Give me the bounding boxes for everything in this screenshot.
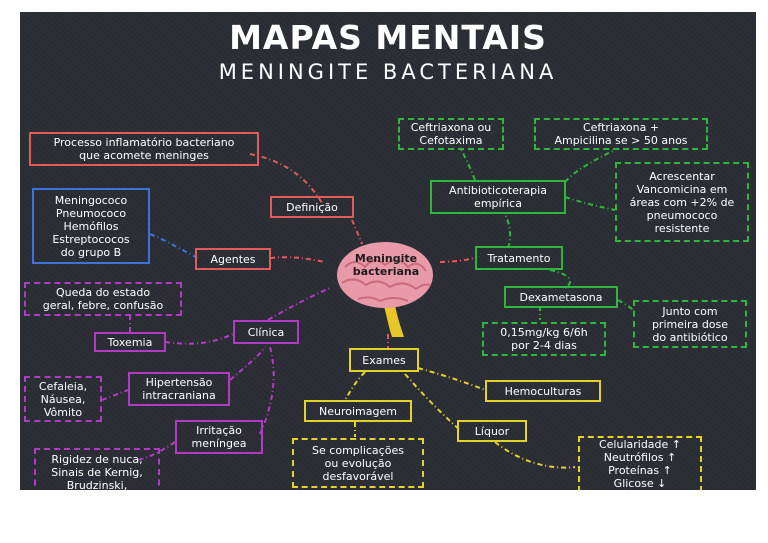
brain-icon	[337, 242, 433, 337]
mind-map-poster: MAPAS MENTAIS MENINGITE BACTERIANA Menin…	[20, 12, 756, 490]
neuroimagem-node: Neuroimagem	[304, 400, 412, 422]
ceftriaxona-ampicilina: Ceftriaxona + Ampicilina se > 50 anos	[534, 118, 708, 150]
link-center-tratamento	[439, 257, 476, 263]
exames-node: Exames	[349, 348, 419, 372]
link-antibiotico-cefotaxima	[459, 146, 476, 181]
link-toxemia-clinica	[164, 333, 234, 345]
agentes-node: Agentes	[195, 248, 271, 270]
definicao-node: Definição	[270, 196, 354, 218]
antibioticoterapia-node: Antibioticoterapia empírica	[430, 180, 566, 214]
poster-subtitle: MENINGITE BACTERIANA	[218, 60, 558, 84]
link-hipertensao-desc	[101, 389, 129, 401]
connector-lines	[101, 146, 634, 469]
link-exames-neuroimagem	[344, 371, 366, 401]
hemoculturas-node: Hemoculturas	[485, 380, 601, 402]
liquor-description: Celularidade ↑ Neutrófilos ↑ Proteínas ↑…	[578, 436, 702, 490]
irritacao-node: Irritação meníngea	[175, 420, 263, 454]
link-antibiotico-vancomicina	[564, 196, 616, 211]
toxemia-node: Toxemia	[94, 332, 166, 352]
link-center-clinica	[267, 286, 333, 321]
hipertensao-node: Hipertensão intracraniana	[128, 372, 230, 406]
link-tratamento-antibiotico	[504, 213, 512, 249]
complicacoes-note: Se complicações ou evolução desfavorável	[292, 438, 424, 488]
link-exames-liquor	[404, 373, 461, 431]
link-tratamento-dexametasona	[549, 269, 571, 289]
link-definicao-desc	[249, 153, 326, 209]
liquor-node: Líquor	[457, 420, 527, 442]
dexametasona-dose: 0,15mg/kg 6/6h por 2-4 dias	[482, 322, 606, 356]
hipertensao-description: Cefaleia, Náusea, Vômito	[24, 376, 102, 422]
definicao-description: Processo inflamatório bacteriano que aco…	[29, 132, 259, 166]
tratamento-node: Tratamento	[475, 246, 563, 270]
link-liquor-desc	[494, 441, 576, 469]
link-irritacao-clinica	[259, 346, 275, 435]
agentes-list: Meningococo Pneumococo Hemófilos Estrept…	[32, 188, 150, 264]
link-agentes-list	[149, 233, 199, 259]
ceftriaxona-cefotaxima: Ceftriaxona ou Cefotaxima	[398, 118, 504, 150]
vancomicina-note: Acrescentar Vancomicina em áreas com +2%…	[615, 162, 749, 242]
clinica-node: Clínica	[233, 320, 299, 344]
irritacao-description: Rigidez de nuca, Sinais de Kernig, Brudz…	[34, 448, 160, 490]
link-irritacao-desc	[137, 441, 176, 461]
link-dexametasona-junto	[617, 299, 634, 311]
link-center-agentes	[269, 256, 326, 263]
center-topic: Meningite bacteriana	[352, 252, 420, 278]
dexametasona-node: Dexametasona	[504, 286, 618, 308]
link-exames-hemoculturas	[417, 367, 486, 391]
poster-title: MAPAS MENTAIS	[229, 18, 547, 57]
link-hipertensao-clinica	[229, 346, 266, 381]
dexametasona-timing: Junto com primeira dose do antibiótico	[633, 300, 747, 348]
link-antibiotico-ampicilina	[564, 149, 616, 183]
toxemia-description: Queda do estado geral, febre, confusão	[24, 282, 182, 316]
link-center-definicao	[351, 219, 363, 245]
